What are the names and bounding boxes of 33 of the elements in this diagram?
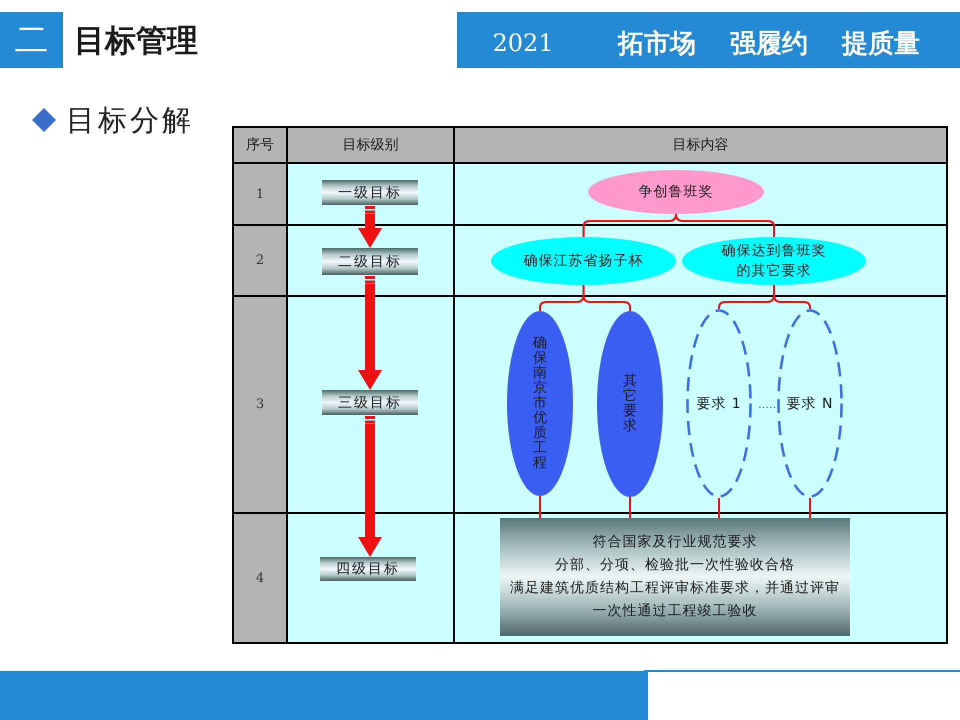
goal-ellipse: 确保达到鲁班奖的其它要求 xyxy=(682,237,866,285)
level-box: 二级目标 xyxy=(322,248,418,275)
level-box: 三级目标 xyxy=(322,390,418,415)
goal-ellipse: 争创鲁班奖 xyxy=(588,170,764,214)
row-number-cell: 2 xyxy=(234,226,286,295)
header-cell: 目标内容 xyxy=(455,128,946,162)
slogan-text: 拓市场 xyxy=(616,28,697,60)
requirements-box: 符合国家及行业规范要求 分部、分项、检验批一次性验收合格 满足建筑优质结构工程评审标准要求，并通过评审 一次性通过工程竣工验收 xyxy=(500,518,850,636)
header-cell: 序号 xyxy=(234,128,286,162)
block-arrow xyxy=(358,424,382,557)
connector-line xyxy=(629,497,631,518)
slogan-text: 提质量 xyxy=(840,28,921,60)
header-cell: 目标级别 xyxy=(288,128,453,162)
dashed-ellipse: 要求 1 xyxy=(686,309,752,498)
slogan-text: 强履约 xyxy=(729,28,809,60)
row-number-cell: 1 xyxy=(234,164,286,224)
connector-line xyxy=(539,496,541,518)
connector-line xyxy=(718,498,720,518)
section-heading: 目标分解 xyxy=(66,102,195,139)
section-number-tab: 二 xyxy=(0,12,63,68)
goal-ellipse: 其它要求 xyxy=(597,311,663,497)
block-arrow xyxy=(358,214,382,248)
year-label: 2021 xyxy=(491,28,555,59)
goal-ellipse: 确保江苏省扬子杯 xyxy=(491,237,676,285)
slide-title: 目标管理 xyxy=(74,22,199,61)
connector-line xyxy=(809,498,811,518)
row-number-cell: 4 xyxy=(234,514,286,642)
dashed-ellipse: 要求 N xyxy=(777,309,843,498)
row-number-cell: 3 xyxy=(234,297,286,512)
block-arrow xyxy=(358,284,382,390)
goal-ellipse: 确保南京市优质工程 xyxy=(507,311,573,496)
level-box: 四级目标 xyxy=(320,557,416,581)
level-box: 一级目标 xyxy=(322,180,418,205)
